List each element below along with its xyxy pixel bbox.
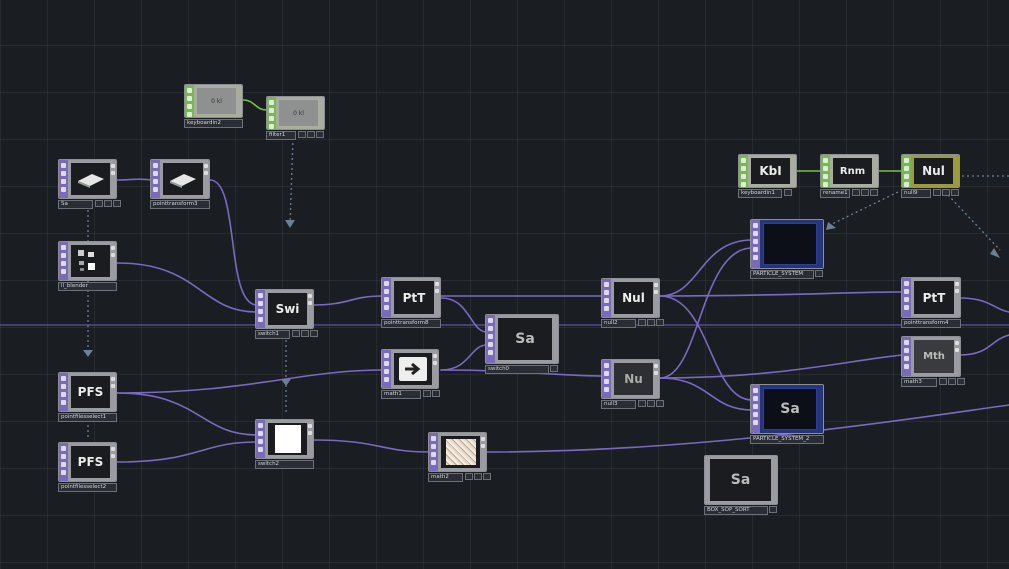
node-label: null2 — [601, 319, 636, 328]
node-flags[interactable] — [423, 390, 440, 397]
node-flags[interactable] — [769, 506, 777, 513]
node-label: switch1 — [255, 330, 290, 339]
node-label: pointfilesselect2 — [58, 483, 117, 492]
node-label: switch2 — [255, 460, 314, 469]
node-label: PARTICLE_SYSTEM_2 — [750, 435, 824, 444]
geometry-preview-icon — [170, 174, 196, 188]
geometry-preview-icon — [77, 174, 104, 188]
node-flags[interactable] — [933, 189, 959, 196]
node-flags[interactable] — [815, 270, 823, 277]
node-label: pointtransform3 — [150, 200, 210, 209]
node-label: rename1 — [820, 189, 850, 198]
node-label: null9 — [901, 189, 931, 198]
node-flags[interactable] — [95, 200, 121, 207]
texture-preview-icon — [77, 250, 95, 271]
node-label: null3 — [601, 400, 636, 409]
node-label: BOX_SOP_SORT — [704, 506, 768, 515]
node-flags[interactable] — [939, 378, 965, 385]
node-flags[interactable] — [852, 189, 878, 196]
arrow-right-icon — [399, 357, 427, 381]
node-label: keyboardin1 — [738, 189, 782, 198]
node-label: Sa — [58, 200, 93, 209]
node-flags[interactable] — [550, 365, 558, 372]
node-label: ll_blender — [58, 282, 117, 291]
node-flags[interactable] — [292, 330, 318, 337]
node-flags[interactable] — [465, 473, 491, 480]
node-label: PARTICLE_SYSTEM — [750, 270, 814, 279]
node-flags[interactable] — [298, 131, 324, 138]
node-label: filter1 — [266, 131, 296, 140]
node-label: math2 — [428, 473, 463, 482]
node-label: pointfilesselect1 — [58, 413, 117, 422]
node-label: pointtransform4 — [901, 319, 961, 328]
node-flags[interactable] — [638, 400, 664, 407]
node-label: pointtransform8 — [381, 319, 441, 328]
white-preview — [274, 425, 301, 453]
noise-preview — [445, 439, 476, 465]
node-flags[interactable] — [638, 319, 664, 326]
node-label: math1 — [381, 390, 421, 399]
node-label: math3 — [901, 378, 937, 387]
node-label: switch0 — [485, 365, 549, 374]
node-flags[interactable] — [784, 189, 792, 196]
node-label: keyboardin2 — [184, 119, 243, 128]
